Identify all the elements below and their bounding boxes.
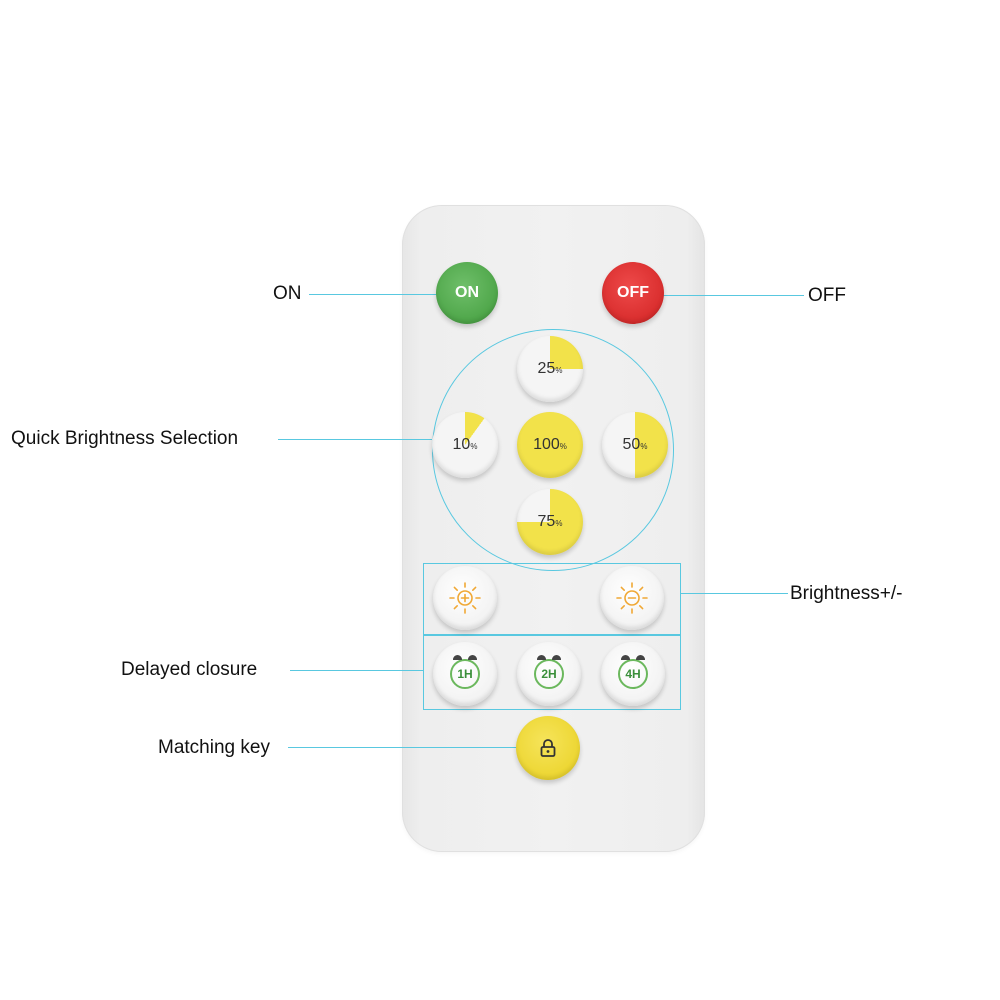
sun-plus-icon	[449, 582, 481, 614]
brightness-25-label: 25%	[537, 360, 563, 377]
timer-1h-label: 1H	[457, 667, 473, 681]
brightness-50-button[interactable]: 50%	[602, 412, 668, 478]
on-button-label: ON	[455, 284, 479, 301]
label-brightness-plus-minus: Brightness+/-	[790, 583, 903, 604]
sun-minus-icon	[616, 582, 648, 614]
timer-1h-button[interactable]: 1H	[433, 642, 497, 706]
callout-line-brightness	[680, 593, 788, 594]
timer-4h-button[interactable]: 4H	[601, 642, 665, 706]
timer-2h-button[interactable]: 2H	[517, 642, 581, 706]
alarm-clock-icon: 4H	[618, 655, 648, 689]
brightness-up-button[interactable]	[433, 566, 497, 630]
callout-line-quick-brightness	[278, 439, 432, 440]
brightness-25-button[interactable]: 25%	[517, 336, 583, 402]
label-off: OFF	[808, 285, 846, 306]
on-button[interactable]: ON	[436, 262, 498, 324]
off-button-label: OFF	[617, 284, 649, 301]
alarm-clock-icon: 2H	[534, 655, 564, 689]
brightness-75-label: 75%	[537, 513, 563, 530]
brightness-adjust-highlight-box	[423, 563, 681, 635]
brightness-down-button[interactable]	[600, 566, 664, 630]
callout-line-delayed-closure	[290, 670, 423, 671]
brightness-100-label: 100%	[533, 436, 567, 453]
timer-4h-label: 4H	[625, 667, 641, 681]
matching-key-button[interactable]	[516, 716, 580, 780]
delayed-closure-highlight-box	[423, 635, 681, 710]
callout-line-on	[309, 294, 440, 295]
callout-line-off	[662, 295, 804, 296]
timer-2h-label: 2H	[541, 667, 557, 681]
callout-line-matching-key	[288, 747, 516, 748]
label-matching-key: Matching key	[158, 737, 270, 758]
alarm-clock-icon: 1H	[450, 655, 480, 689]
brightness-100-button[interactable]: 100%	[517, 412, 583, 478]
brightness-10-button[interactable]: 10%	[432, 412, 498, 478]
padlock-icon	[540, 739, 556, 757]
off-button[interactable]: OFF	[602, 262, 664, 324]
label-delayed-closure: Delayed closure	[121, 659, 258, 680]
brightness-50-label: 50%	[622, 436, 648, 453]
brightness-10-label: 10%	[452, 436, 478, 453]
label-quick-brightness: Quick Brightness Selection	[11, 428, 239, 449]
label-on: ON	[273, 283, 302, 304]
brightness-75-button[interactable]: 75%	[517, 489, 583, 555]
